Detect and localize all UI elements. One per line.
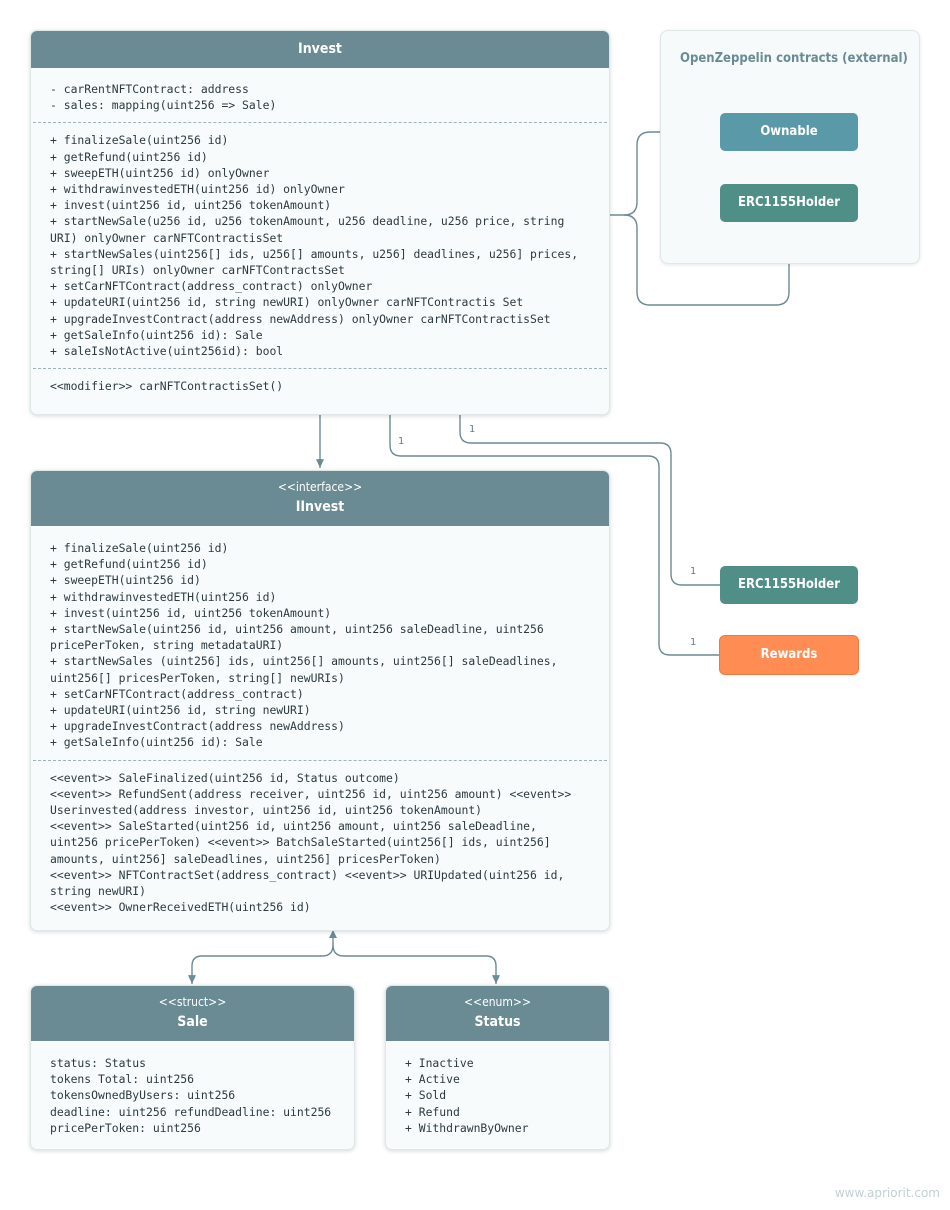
iinvest-event: string newURI) (50, 884, 147, 899)
invest-class-header: Invest (31, 31, 609, 68)
iinvest-method: + finalizeSale(uint256 id) (50, 541, 229, 555)
invest-method: + withdrawinvestedETH(uint256 id) onlyOw… (50, 182, 345, 197)
iinvest-method: + getRefund(uint256 id) (50, 557, 208, 572)
invest-method: + invest(uint256 id, uint256 tokenAmount… (50, 198, 332, 213)
iinvest-method: pricePerToken, string metadataURI) (50, 638, 284, 653)
invest-method: + startNewSales(uint256[] ids, u256[] am… (50, 246, 579, 261)
status-value: + Refund (405, 1104, 460, 1119)
invest-method: + sweepETH(uint256 id) onlyOwner (50, 165, 270, 180)
sale-name: Sale (177, 1014, 208, 1030)
iinvest-method: + sweepETH(uint256 id) (50, 573, 201, 588)
iinvest-method: + startNewSales (uint256] ids, uint256[]… (50, 654, 558, 669)
iinvest-method: + withdrawinvestedETH(uint256 id) (50, 589, 277, 604)
iinvest-method: + startNewSale(uint256 id, uint256 amoun… (50, 622, 544, 637)
invest-modifier: <<modifier>> carNFTContractisSet() (50, 379, 284, 394)
iinvest-event: <<event>> SaleStarted(uint256 id, uint25… (50, 819, 537, 834)
iinvest-event: Userinvested(address investor, uint256 i… (50, 803, 483, 818)
connector-invest-ownable (610, 128, 718, 216)
rewards-node: Rewards (720, 636, 858, 674)
connector-invest-erc1155holder-external (623, 214, 793, 306)
connector-iinvest-sale (188, 931, 334, 984)
iinvest-method: + setCarNFTContract(address_contract) (50, 686, 304, 701)
iinvest-methods: + finalizeSale(uint256 id) + getRefund(u… (31, 526, 609, 760)
iinvest-interface: <<interface>> IInvest + finalizeSale(uin… (30, 470, 610, 931)
sale-field: deadline: uint256 refundDeadline: uint25… (50, 1104, 332, 1119)
connector-invest-erc1155holder (459, 414, 720, 586)
status-enum: <<enum>> Status + Inactive + Active + So… (385, 985, 610, 1150)
status-name: Status (474, 1014, 521, 1030)
iinvest-method: + upgradeInvestContract(address newAddre… (50, 719, 345, 734)
multiplicity-erc1155holder-target: 1 (690, 566, 697, 577)
invest-method: URI) onlyOwner carNFTContractisSet (50, 230, 284, 245)
invest-method: + setCarNFTContract(address_contract) on… (50, 279, 373, 294)
divider (33, 759, 607, 761)
iinvest-event: <<event>> SaleFinalized(uint256 id, Stat… (50, 770, 400, 785)
ownable-node: Ownable (720, 113, 858, 151)
invest-class: Invest - carRentNFTContract: address - s… (30, 30, 610, 415)
erc1155holder-node: ERC1155Holder (720, 566, 858, 604)
erc1155holder-external-node: ERC1155Holder (720, 184, 858, 222)
sale-field: pricePerToken: uint256 (50, 1120, 201, 1135)
invest-method: + finalizeSale(uint256 id) (50, 133, 229, 148)
multiplicity-erc1155holder-source: 1 (469, 424, 476, 435)
status-value: + Inactive (405, 1056, 474, 1070)
connector-iinvest-status (332, 944, 500, 984)
invest-modifiers: <<modifier>> carNFTContractisSet() (31, 369, 609, 394)
invest-method: + getRefund(uint256 id) (50, 149, 208, 164)
sale-field: tokens Total: uint256 (50, 1072, 195, 1087)
invest-attributes: - carRentNFTContract: address - sales: m… (31, 68, 609, 122)
sale-struct: <<struct>> Sale status: Status tokens To… (30, 985, 355, 1150)
status-stereotype: <<enum>> (463, 995, 532, 1009)
external-contracts-title: OpenZeppelin contracts (external) (680, 51, 908, 66)
connector-invest-rewards (389, 414, 720, 656)
invest-method: + upgradeInvestContract(address newAddre… (50, 311, 551, 326)
status-value: + Active (405, 1072, 460, 1087)
invest-method: string[] URIs) onlyOwner carNFTContracts… (50, 263, 345, 278)
invest-class-name: Invest (298, 41, 342, 57)
iinvest-event: <<event>> OwnerReceivedETH(uint256 id) (50, 900, 311, 915)
invest-attribute: - carRentNFTContract: address (50, 82, 249, 96)
divider (33, 368, 607, 370)
iinvest-event: amounts, uint256] saleDeadlines, uint256… (50, 851, 441, 866)
invest-method: + getSaleInfo(uint256 id): Sale (50, 327, 263, 342)
status-value: + Sold (405, 1088, 447, 1103)
invest-attribute: - sales: mapping(uint256 => Sale) (50, 98, 277, 113)
status-value: + WithdrawnByOwner (405, 1120, 529, 1135)
sale-fields: status: Status tokens Total: uint256 tok… (31, 1041, 354, 1136)
iinvest-name: IInvest (295, 499, 345, 515)
iinvest-interface-header: <<interface>> IInvest (31, 471, 609, 526)
iinvest-event: uint256 pricePerToken) <<event>> BatchSa… (50, 835, 551, 850)
external-contracts-group: OpenZeppelin contracts (external) (660, 30, 920, 264)
invest-methods: + finalizeSale(uint256 id) + getRefund(u… (31, 123, 609, 368)
divider (33, 122, 607, 124)
sale-struct-header: <<struct>> Sale (31, 986, 354, 1041)
watermark: www.apriorit.com (834, 1186, 940, 1200)
invest-method: + updateURI(uint256 id, string newURI) o… (50, 295, 524, 310)
multiplicity-rewards-target: 1 (690, 637, 697, 648)
iinvest-events: <<event>> SaleFinalized(uint256 id, Stat… (31, 761, 609, 916)
invest-method: + saleIsNotActive(uint256id): bool (50, 344, 284, 359)
iinvest-method: + getSaleInfo(uint256 id): Sale (50, 735, 263, 750)
iinvest-method: + updateURI(uint256 id, string newURI) (50, 703, 311, 718)
status-enum-header: <<enum>> Status (386, 986, 609, 1041)
sale-field: status: Status (50, 1056, 147, 1070)
iinvest-method: + invest(uint256 id, uint256 tokenAmount… (50, 605, 332, 620)
sale-field: tokensOwnedByUsers: uint256 (50, 1088, 236, 1103)
status-values: + Inactive + Active + Sold + Refund + Wi… (386, 1041, 609, 1136)
iinvest-event: <<event>> RefundSent(address receiver, u… (50, 786, 572, 801)
invest-method: + startNewSale(u256 id, u256 tokenAmount… (50, 214, 565, 229)
iinvest-method: uint256[] pricesPerToken, string[] newUR… (50, 670, 345, 685)
sale-stereotype: <<struct>> (158, 995, 227, 1009)
multiplicity-rewards-source: 1 (398, 436, 405, 447)
iinvest-stereotype: <<interface>> (277, 480, 363, 494)
iinvest-event: <<event>> NFTContractSet(address_contrac… (50, 867, 565, 882)
connector-iinvest-arrowhead (329, 930, 337, 938)
